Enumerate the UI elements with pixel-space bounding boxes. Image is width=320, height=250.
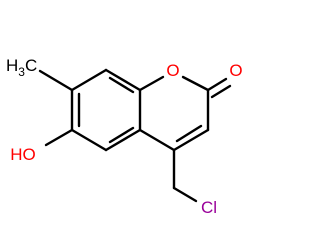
bond-o1-c2 — [181, 75, 210, 92]
atom-labels: H3C O O HO Cl — [6, 56, 243, 217]
bond-c8-c8a-inner — [108, 76, 135, 94]
bond-c7-c8 — [70, 68, 108, 92]
carbonyl-oxygen-label: O — [229, 61, 242, 80]
bond-c2-o-carbonyl-b — [210, 84, 232, 99]
methyl-label: H3C — [6, 56, 37, 79]
bond-c8a-o1 — [138, 75, 165, 92]
bond-c3-c4 — [172, 128, 210, 152]
chlorine-label: Cl — [201, 198, 217, 217]
bond-c2-o-carbonyl-a — [206, 77, 228, 92]
bond-c7-methyl — [38, 69, 74, 92]
bonds — [38, 68, 232, 203]
bond-c4a-c5 — [104, 128, 142, 152]
bond-c3-c4-inner — [175, 124, 203, 143]
bond-c4-c4a — [138, 128, 176, 152]
bond-ch2-cl — [172, 186, 198, 203]
ring-oxygen-label: O — [166, 61, 179, 80]
chemical-structure: H3C O O HO Cl — [6, 56, 243, 217]
bond-c6-hydroxyl — [44, 128, 74, 147]
bond-c4a-c5-inner — [108, 126, 135, 144]
bond-c8-c8a — [104, 68, 142, 92]
bond-c5-c6 — [70, 128, 108, 152]
hydroxyl-label: HO — [10, 145, 36, 164]
